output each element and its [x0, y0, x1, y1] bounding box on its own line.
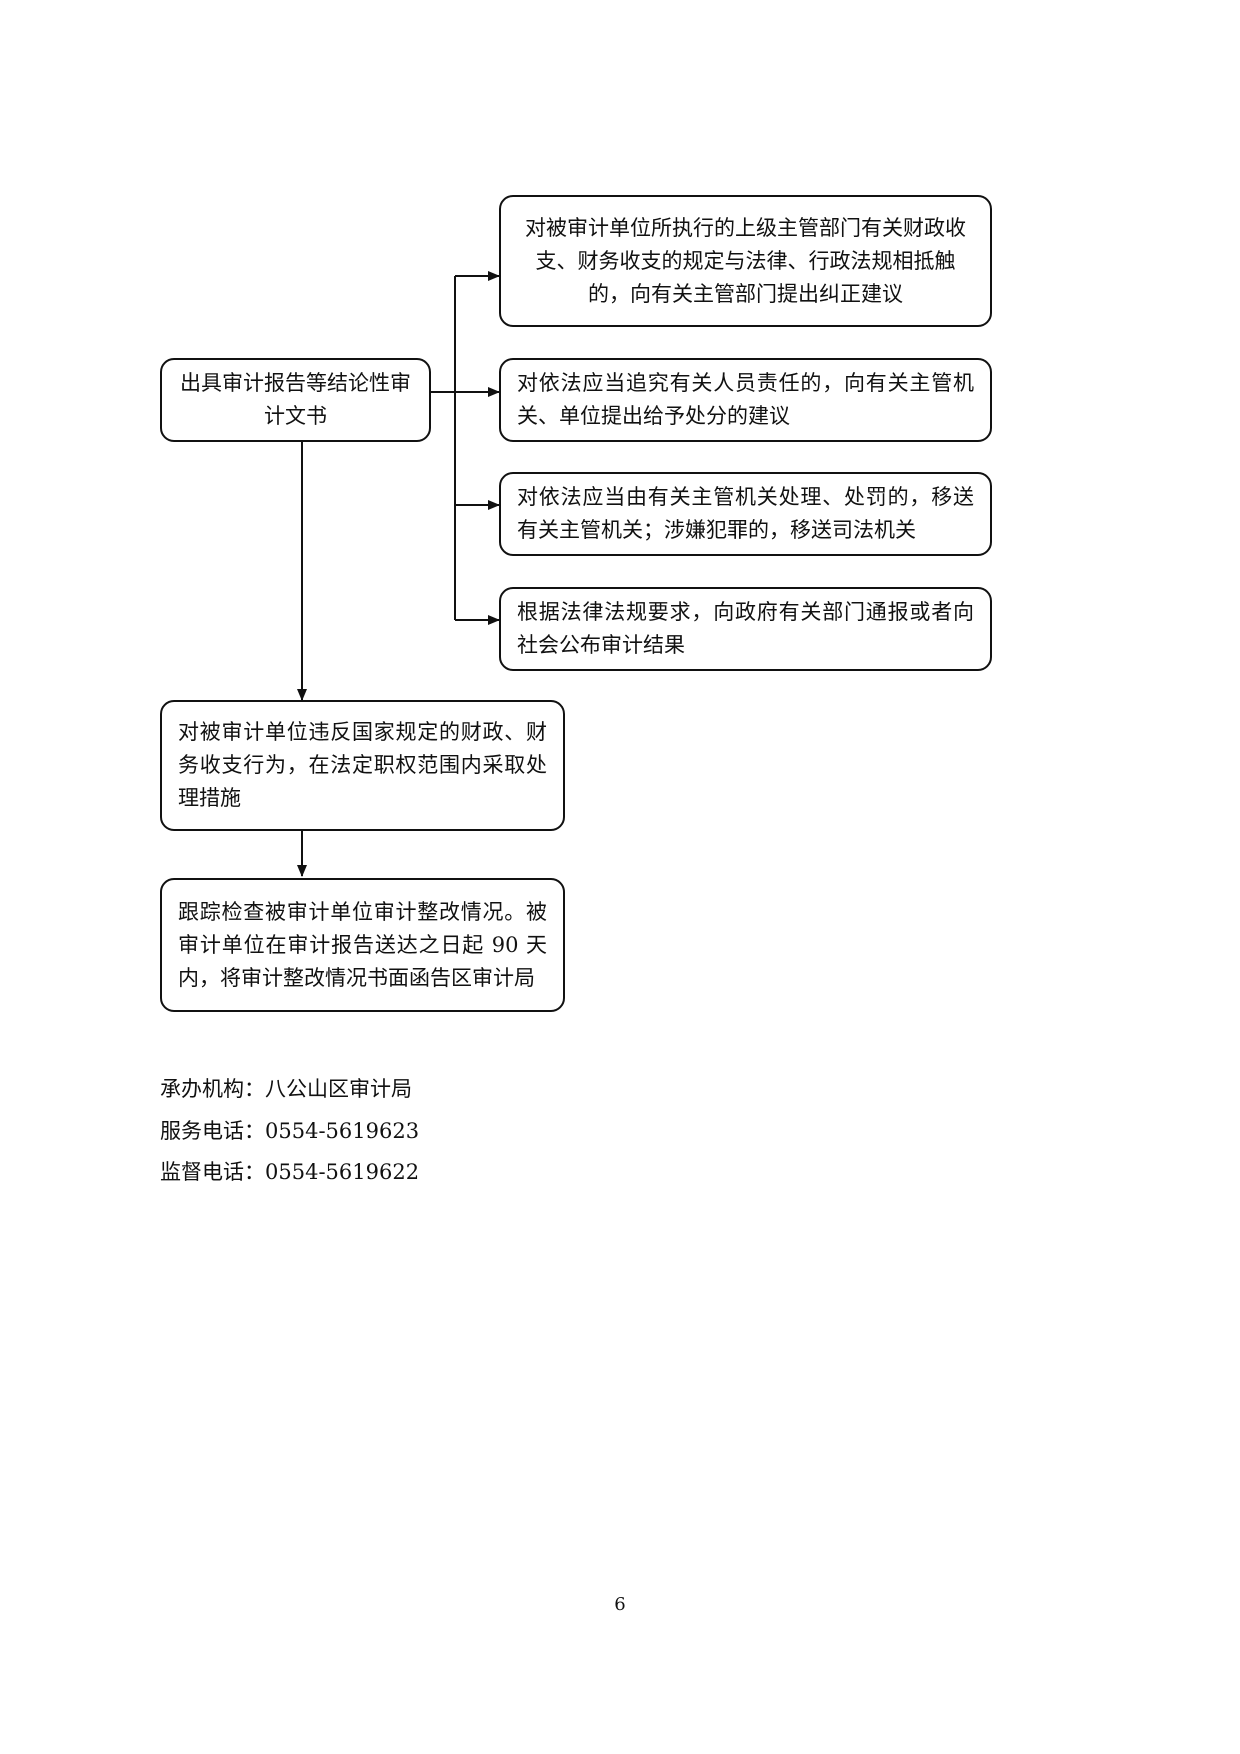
branch-node-4: 根据法律法规要求，向政府有关部门通报或者向社会公布审计结果	[499, 587, 992, 671]
branch-node-4-text: 根据法律法规要求，向政府有关部门通报或者向社会公布审计结果	[517, 600, 974, 657]
service-phone-line: 服务电话：0554-5619623	[160, 1116, 419, 1146]
organizer-value: 八公山区审计局	[265, 1077, 412, 1101]
page-number: 6	[614, 1594, 626, 1615]
step3-node-text: 跟踪检查被审计单位审计整改情况。被审计单位在审计报告送达之日起 90 天内，将审…	[178, 899, 547, 990]
organizer-line: 承办机构：八公山区审计局	[160, 1074, 412, 1104]
step2-node: 对被审计单位违反国家规定的财政、财务收支行为，在法定职权范围内采取处理措施	[160, 700, 565, 831]
branch-node-1: 对被审计单位所执行的上级主管部门有关财政收支、财务收支的规定与法律、行政法规相抵…	[499, 195, 992, 327]
supervision-phone-label: 监督电话：	[160, 1160, 265, 1184]
branch-node-1-text: 对被审计单位所执行的上级主管部门有关财政收支、财务收支的规定与法律、行政法规相抵…	[525, 215, 966, 306]
service-phone-label: 服务电话：	[160, 1119, 265, 1143]
supervision-phone-line: 监督电话：0554-5619622	[160, 1157, 419, 1187]
start-node: 出具审计报告等结论性审计文书	[160, 358, 431, 442]
supervision-phone-value: 0554-5619622	[265, 1160, 420, 1184]
branch-node-2-text: 对依法应当追究有关人员责任的，向有关主管机关、单位提出给予处分的建议	[517, 371, 974, 428]
step3-node: 跟踪检查被审计单位审计整改情况。被审计单位在审计报告送达之日起 90 天内，将审…	[160, 878, 565, 1012]
step2-node-text: 对被审计单位违反国家规定的财政、财务收支行为，在法定职权范围内采取处理措施	[178, 720, 547, 810]
start-node-text: 出具审计报告等结论性审计文书	[180, 371, 411, 428]
organizer-label: 承办机构：	[160, 1077, 265, 1101]
branch-node-2: 对依法应当追究有关人员责任的，向有关主管机关、单位提出给予处分的建议	[499, 358, 992, 442]
service-phone-value: 0554-5619623	[265, 1119, 420, 1143]
branch-node-3: 对依法应当由有关主管机关处理、处罚的，移送有关主管机关；涉嫌犯罪的，移送司法机关	[499, 472, 992, 556]
branch-node-3-text: 对依法应当由有关主管机关处理、处罚的，移送有关主管机关；涉嫌犯罪的，移送司法机关	[517, 485, 974, 542]
